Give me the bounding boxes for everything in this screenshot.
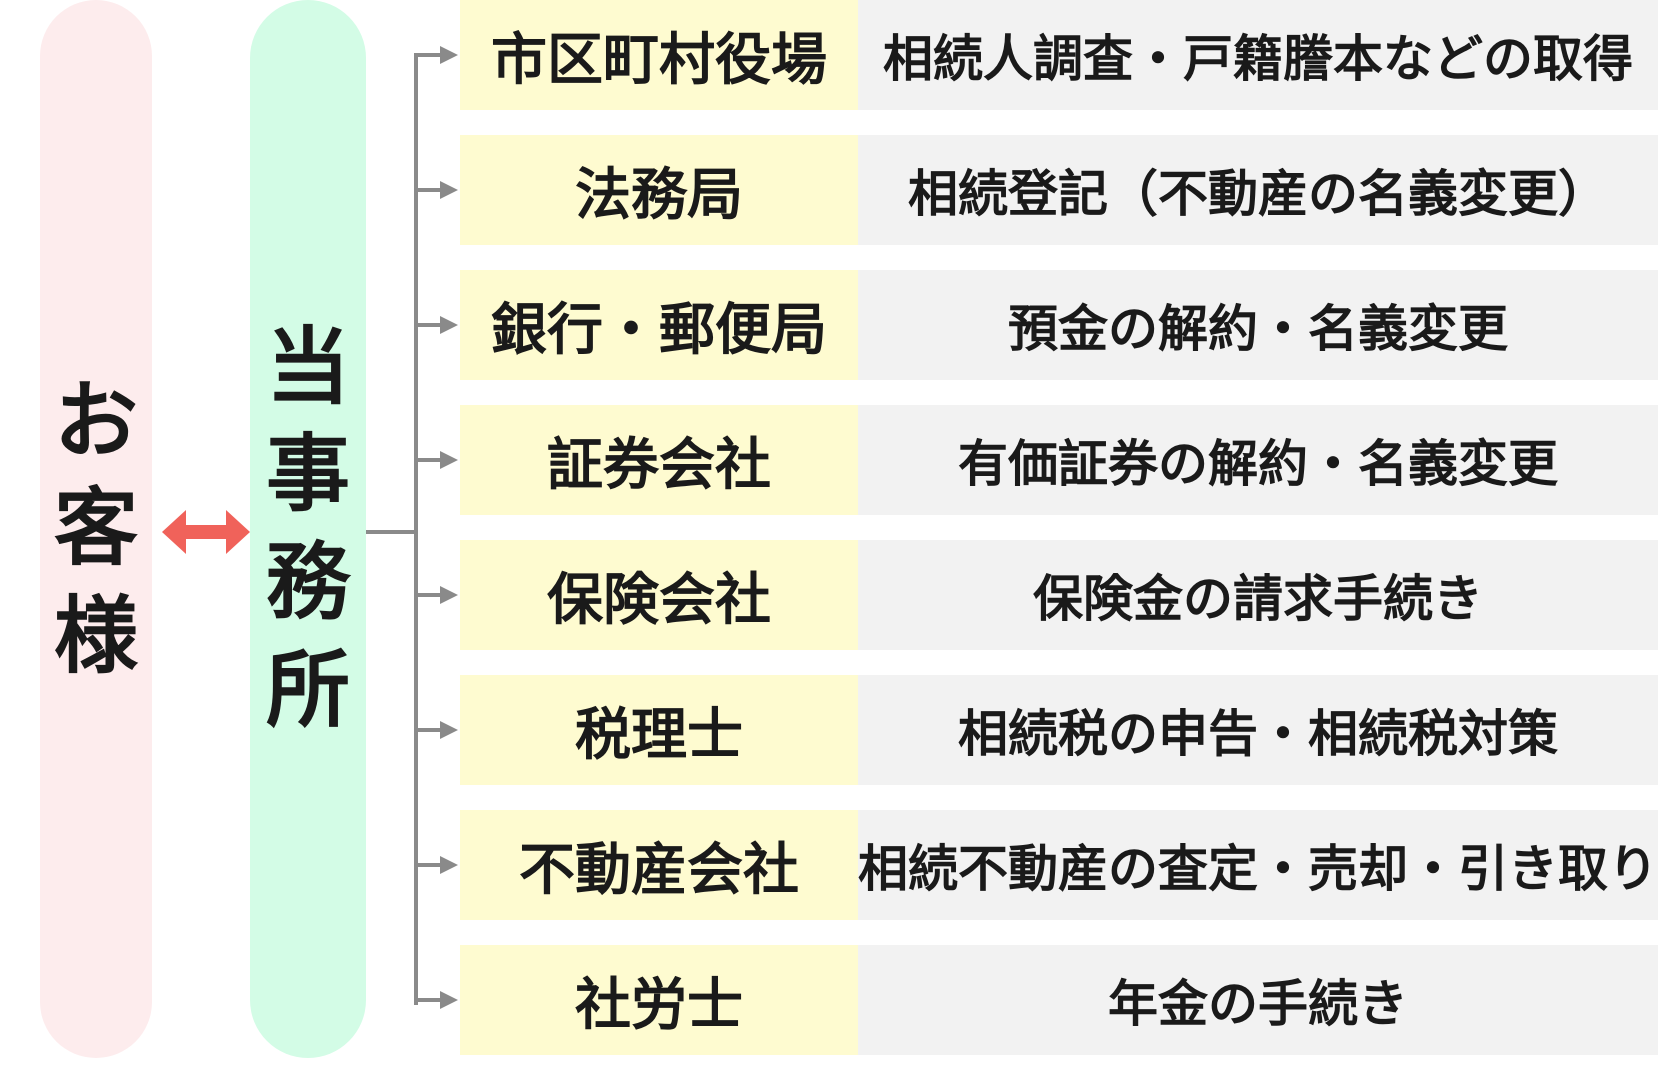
- task-label: 相続不動産の査定・売却・引き取り: [858, 810, 1658, 920]
- office-label-char: 事: [265, 425, 350, 524]
- service-row: 社労士 年金の手続き: [460, 945, 1658, 1055]
- task-label: 保険金の請求手続き: [858, 540, 1658, 650]
- task-label: 相続登記（不動産の名義変更）: [858, 135, 1658, 245]
- task-label: 有価証券の解約・名義変更: [858, 405, 1658, 515]
- organization-label: 不動産会社: [460, 810, 858, 920]
- task-label: 相続人調査・戸籍謄本などの取得: [858, 0, 1658, 110]
- client-label-char: 客: [53, 479, 138, 578]
- office-label-char: 務: [265, 533, 350, 631]
- bidirectional-arrow-icon: [162, 510, 250, 554]
- arrow-head-icon: [440, 856, 458, 874]
- service-row: 証券会社 有価証券の解約・名義変更: [460, 405, 1658, 515]
- service-row: 市区町村役場 相続人調査・戸籍謄本などの取得: [460, 0, 1658, 110]
- arrow-head-icon: [440, 991, 458, 1009]
- service-row: 保険会社 保険金の請求手続き: [460, 540, 1658, 650]
- organization-label: 市区町村役場: [460, 0, 858, 110]
- arrow-head-icon: [440, 451, 458, 469]
- organization-label: 税理士: [460, 675, 858, 785]
- service-row: 法務局 相続登記（不動産の名義変更）: [460, 135, 1658, 245]
- organization-label: 社労士: [460, 945, 858, 1055]
- arrow-head-icon: [440, 721, 458, 739]
- arrow-head-icon: [440, 181, 458, 199]
- task-label: 年金の手続き: [858, 945, 1658, 1055]
- client-pill: お 客 様: [40, 0, 152, 1058]
- organization-label: 証券会社: [460, 405, 858, 515]
- service-row: 税理士 相続税の申告・相続税対策: [460, 675, 1658, 785]
- arrow-head-icon: [440, 316, 458, 334]
- task-label: 相続税の申告・相続税対策: [858, 675, 1658, 785]
- service-row: 銀行・郵便局 預金の解約・名義変更: [460, 270, 1658, 380]
- service-row: 不動産会社 相続不動産の査定・売却・引き取り: [460, 810, 1658, 920]
- office-label-char: 当: [265, 317, 350, 416]
- client-label-char: お: [53, 371, 138, 470]
- organization-label: 法務局: [460, 135, 858, 245]
- arrow-head-icon: [440, 586, 458, 604]
- client-label-char: 様: [53, 586, 138, 685]
- organization-label: 保険会社: [460, 540, 858, 650]
- office-label-char: 所: [265, 640, 350, 739]
- task-label: 預金の解約・名義変更: [858, 270, 1658, 380]
- arrow-head-icon: [440, 46, 458, 64]
- organization-label: 銀行・郵便局: [460, 270, 858, 380]
- office-pill: 当 事 務 所: [250, 0, 366, 1058]
